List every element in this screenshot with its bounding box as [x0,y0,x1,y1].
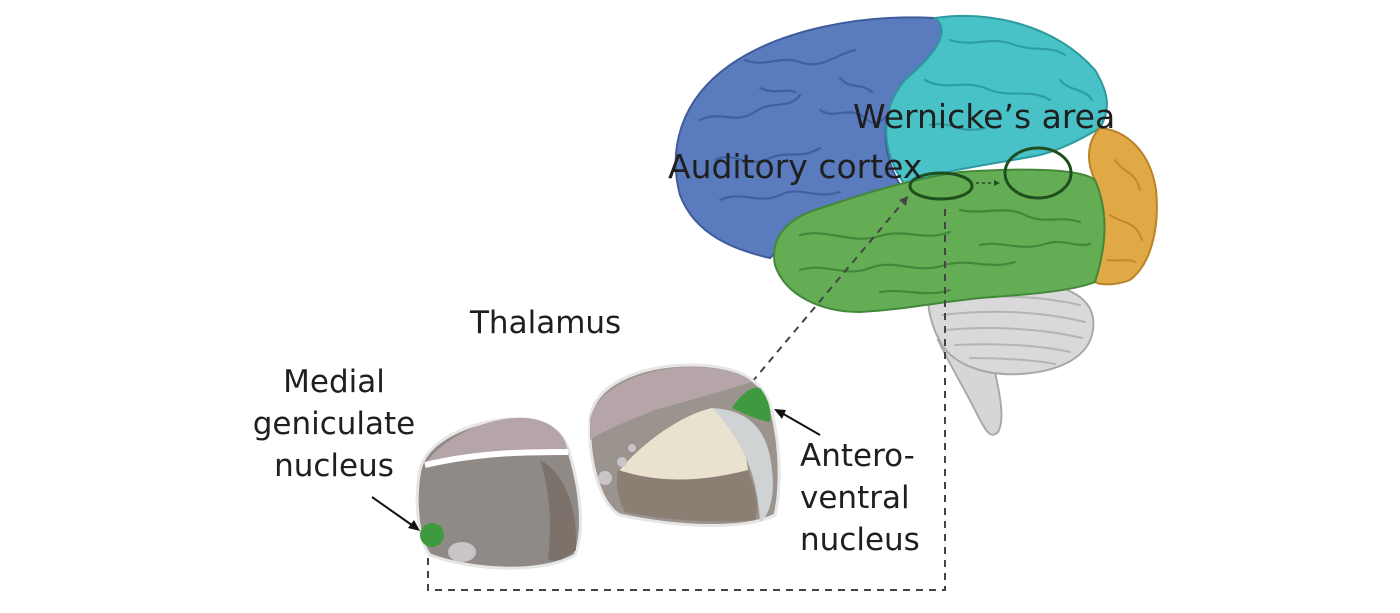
thalamus-left-top [425,417,568,465]
wernickes-area-label: Wernicke’s area [853,97,1115,136]
anteroventral-nucleus [732,387,771,422]
thalamus-left-side [540,460,577,561]
pathway-medial-geniculate-to-cortex [427,205,946,591]
thalamus-right-lateral [712,408,773,522]
anteroventral-label-line-2: ventral [800,480,910,516]
auditory-pathway-lines [427,199,946,591]
anteroventral-pointer [779,411,821,436]
frontal-gyri [698,48,895,202]
auditory-cortex-outline [908,171,974,201]
thalamus-left-stripe [424,449,569,468]
thalamus-illustration [371,363,821,570]
medial-geniculate-label-line-2: geniculate [253,406,416,442]
thalamus-small-nucleus-2 [617,457,627,467]
thalamus-small-nucleus-3 [628,444,636,452]
pathway-arrowhead [899,196,908,206]
medial-geniculate-label: Medial geniculate nucleus [253,364,416,484]
anteroventral-label-line-1: Antero- [800,438,915,474]
thalamus-label: Thalamus [469,305,621,341]
thalamus-right-top [590,367,752,440]
anteroventral-label: Antero- ventral nucleus [800,438,920,558]
parietal-gyri [923,38,1094,131]
anteroventral-label-line-3: nucleus [800,522,920,558]
thalamus-right-lower [616,470,758,522]
parietal-lobe [885,15,1108,187]
medial-geniculate-pointer [371,496,417,529]
thalamus-small-nucleus-1 [598,471,612,485]
wernickes-area-outline [1003,146,1073,200]
temporal-gyri [798,208,1092,295]
brain-illustration: Wernicke’s area Auditory cortex [668,15,1158,436]
occipital-gyri [1107,159,1143,263]
lateral-geniculate-nucleus [448,542,476,562]
medial-geniculate-nucleus [420,523,444,547]
medial-geniculate-label-line-3: nucleus [274,448,394,484]
auditory-cortex-label: Auditory cortex [668,147,922,186]
temporal-lobe [773,168,1106,314]
pathway-thalamus-to-cortex [751,199,906,383]
medial-geniculate-label-line-1: Medial [283,364,385,400]
